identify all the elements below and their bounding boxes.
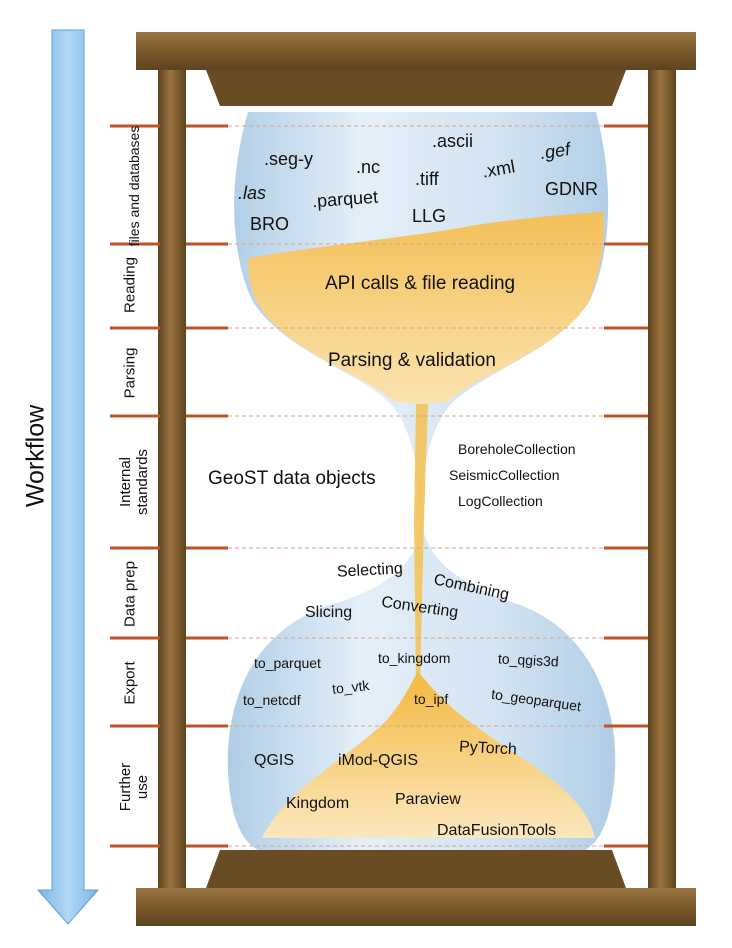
tool-datafusiontools: DataFusionTools <box>437 822 557 839</box>
bottom-cap-base <box>206 850 626 888</box>
tool-paraview: Paraview <box>395 791 461 808</box>
file-las: .las <box>238 183 267 203</box>
parsing-text: Parsing & validation <box>328 350 496 371</box>
file-segy: .seg-y <box>264 149 314 169</box>
stage-label-files: files and databases <box>125 125 142 247</box>
tool-qgis: QGIS <box>254 752 295 769</box>
sand-stream <box>414 404 428 690</box>
workflow-arrow <box>36 29 100 925</box>
tool-kingdom: Kingdom <box>286 795 350 812</box>
file-tiff: .tiff <box>415 169 439 189</box>
dataprep-slicing: Slicing <box>305 604 353 621</box>
stage-label-parsing: Parsing <box>121 347 139 399</box>
export-to-parquet: to_parquet <box>254 655 321 671</box>
file-ascii: .ascii <box>432 131 474 151</box>
left-post <box>158 70 186 888</box>
export-to-ipf: to_ipf <box>414 691 449 707</box>
reading-text: API calls & file reading <box>325 273 516 294</box>
stage-label-export: Export <box>121 661 139 705</box>
file-gef: .gef <box>538 139 572 163</box>
stage-separators <box>110 124 648 848</box>
file-parquet: .parquet <box>311 186 379 212</box>
export-to-vtk: to_vtk <box>331 677 371 697</box>
stage-label-internal: Internal standards <box>116 449 151 515</box>
stage-label-dataprep: Data prep <box>121 561 139 627</box>
bottom-cap <box>136 888 696 926</box>
export-to-netcdf: to_netcdf <box>243 692 301 708</box>
database-llg: LLG <box>412 206 447 226</box>
upper-sand <box>248 212 604 404</box>
right-post <box>648 70 676 888</box>
top-cap-base <box>206 70 626 106</box>
database-bro: BRO <box>250 214 290 234</box>
file-nc: .nc <box>356 157 381 177</box>
export-to-kingdom: to_kingdom <box>378 650 451 666</box>
export-to-qgis3d: to_qgis3d <box>497 650 560 670</box>
database-gdnr: GDNR <box>545 179 598 199</box>
collection-item: SeismicCollection <box>449 467 560 483</box>
collection-item: LogCollection <box>458 493 543 509</box>
tool-pytorch: PyTorch <box>458 738 518 759</box>
top-cap <box>136 32 696 70</box>
tool-imod-qgis: iMod-QGIS <box>338 752 419 769</box>
collection-item: BoreholeCollection <box>458 441 576 457</box>
geost-data-objects: GeoST data objects <box>208 468 376 489</box>
lower-sand <box>262 672 595 838</box>
stage-label-reading: Reading <box>121 257 139 313</box>
workflow-label: Workflow <box>21 404 50 508</box>
stage-label-further: Further use <box>116 762 151 812</box>
